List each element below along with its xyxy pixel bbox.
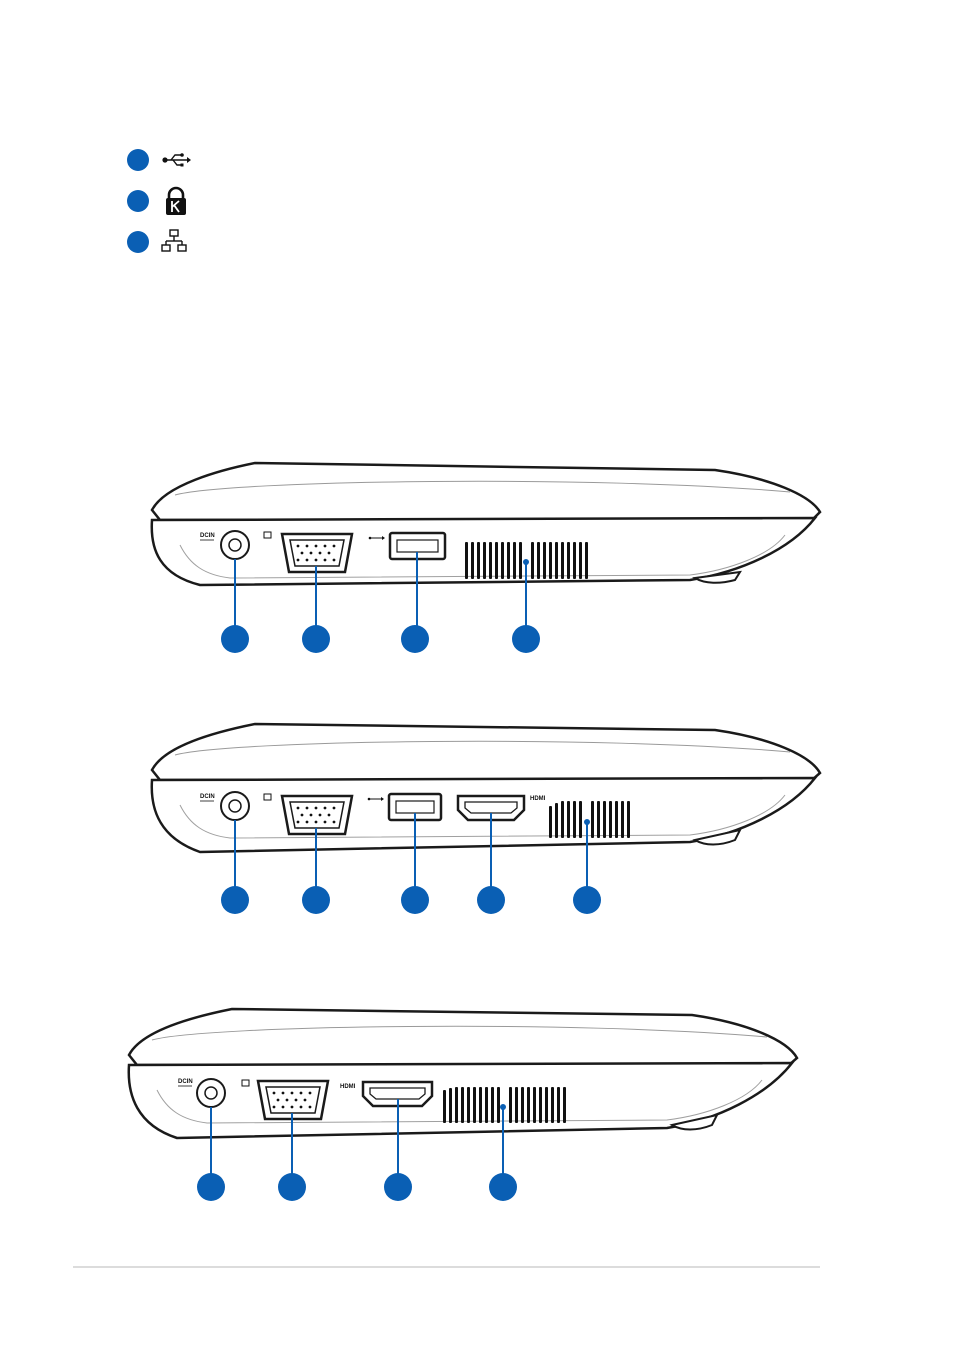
- laptop-side-view-2: DCIN HDMI: [0, 715, 954, 920]
- laptop-illustration: DCIN: [0, 455, 954, 660]
- callout-dot: [384, 1173, 412, 1201]
- dcin-label: DCIN: [178, 1079, 193, 1085]
- callout-markers: [221, 625, 540, 653]
- callout-dot: [127, 231, 149, 253]
- callout-dot: [401, 625, 429, 653]
- laptop-side-view-3: DCIN HDMI: [0, 1000, 954, 1205]
- laptop-illustration: DCIN HDMI: [0, 715, 954, 920]
- callout-dot: [127, 149, 149, 171]
- hdmi-label: HDMI: [340, 1084, 356, 1090]
- callout-dot: [278, 1173, 306, 1201]
- callout-dot: [489, 1173, 517, 1201]
- callout-markers: [197, 1173, 517, 1201]
- footer-divider: [73, 1266, 820, 1268]
- hdmi-label: HDMI: [530, 796, 546, 802]
- legend-item-lock: [127, 186, 247, 216]
- callout-dot: [127, 190, 149, 212]
- lan-network-icon: [161, 227, 191, 257]
- usb-icon: [161, 145, 191, 175]
- callout-dot: [573, 886, 601, 914]
- callout-dot: [221, 625, 249, 653]
- laptop-illustration: DCIN HDMI: [0, 1000, 954, 1205]
- dcin-label: DCIN: [200, 794, 215, 800]
- laptop-side-view-1: DCIN: [0, 455, 954, 660]
- kensington-lock-icon: [163, 186, 193, 216]
- callout-dot: [477, 886, 505, 914]
- dcin-label: DCIN: [200, 533, 215, 539]
- legend-item-usb: [127, 145, 247, 175]
- callout-markers: [221, 886, 601, 914]
- legend-item-lan: [127, 227, 247, 257]
- callout-dot: [512, 625, 540, 653]
- callout-dot: [302, 625, 330, 653]
- callout-dot: [197, 1173, 225, 1201]
- callout-dot: [221, 886, 249, 914]
- callout-dot: [401, 886, 429, 914]
- callout-dot: [302, 886, 330, 914]
